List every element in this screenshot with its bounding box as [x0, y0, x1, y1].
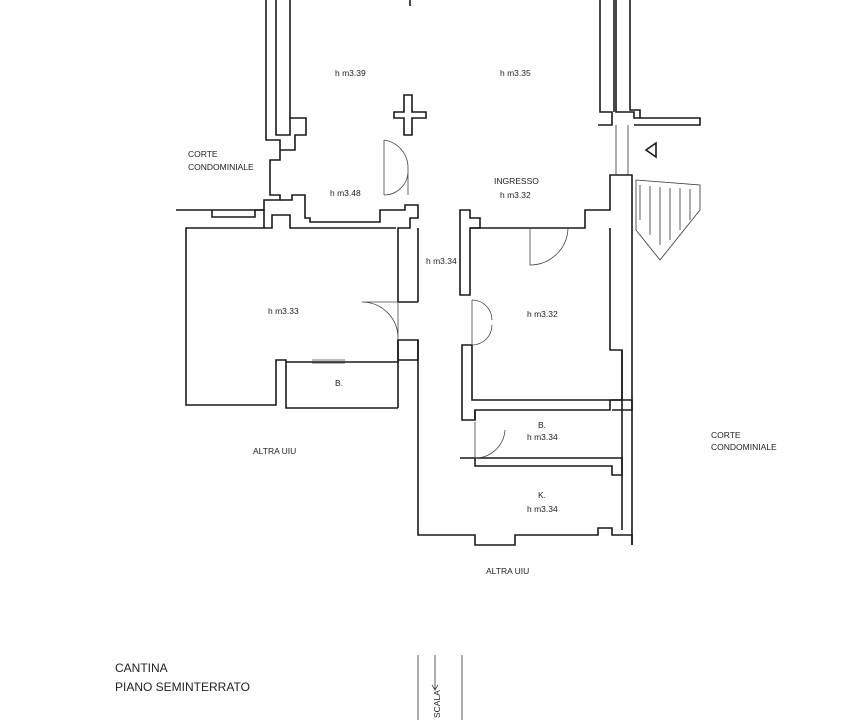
left-room-height: h m3.33 — [268, 306, 299, 316]
entry-arrow-icon — [644, 141, 657, 159]
door-left-bath-slider — [312, 359, 345, 364]
left-bath-name: B. — [335, 378, 343, 388]
title-line1: CANTINA — [115, 661, 168, 675]
wall-bath-top — [474, 399, 633, 420]
wall-upper-right — [598, 0, 613, 126]
wall-left-band — [176, 209, 398, 409]
room-small-center-height: h m3.48 — [330, 188, 361, 198]
walls — [176, 0, 701, 720]
column-symbol — [393, 94, 427, 136]
door-entrance — [529, 227, 569, 266]
wall-entrance — [459, 209, 481, 296]
title-line2: PIANO SEMINTERRATO — [115, 680, 250, 694]
wall-upper-left-inner — [275, 0, 307, 151]
stair-arrow-head — [431, 684, 439, 691]
kitchen-name: K. — [538, 490, 546, 500]
other-unit-left: ALTRA UIU — [253, 446, 296, 456]
wall-left-bath — [286, 339, 419, 363]
labels: h m3.39 h m3.35 h m3.48 INGRESSO h m3.32… — [115, 68, 777, 718]
room-top-left-height: h m3.39 — [335, 68, 366, 78]
wall-bath-kitchen — [460, 457, 623, 476]
door-left-room — [361, 301, 399, 340]
bottom-stair-strip — [417, 655, 463, 720]
wall-center-column — [417, 228, 633, 546]
door-bath — [474, 422, 506, 459]
courtyard-right-line1: CORTE — [711, 430, 741, 440]
stair-rail — [615, 125, 629, 175]
courtyard-right-line2: CONDOMINIALE — [711, 442, 777, 452]
corridor-height: h m3.34 — [426, 256, 457, 266]
wall-right-upper — [615, 0, 701, 126]
courtyard-left-line1: CORTE — [188, 149, 218, 159]
right-bath-name: B. — [538, 420, 546, 430]
right-room-height: h m3.32 — [527, 309, 558, 319]
door-top-double — [383, 139, 409, 196]
wall-entrance-right — [461, 228, 623, 421]
wall-left-band-top — [280, 194, 419, 303]
door-right-room-double — [471, 299, 493, 346]
doors — [312, 139, 569, 459]
wall-left-band-inner — [264, 214, 396, 229]
exterior-stair — [635, 179, 701, 261]
room-top-right-height: h m3.35 — [500, 68, 531, 78]
entrance-name: INGRESSO — [494, 176, 539, 186]
right-bath-height: h m3.34 — [527, 432, 558, 442]
wall-entrance-top — [470, 174, 633, 350]
kitchen-height: h m3.34 — [527, 504, 558, 514]
stair-label: SCALA — [432, 690, 442, 718]
entrance-height: h m3.32 — [500, 190, 531, 200]
other-unit-bottom: ALTRA UIU — [486, 566, 529, 576]
wall-right-upper-2 — [629, 0, 641, 118]
wall-upper-left — [212, 0, 281, 211]
courtyard-left-line2: CONDOMINIALE — [188, 162, 254, 172]
